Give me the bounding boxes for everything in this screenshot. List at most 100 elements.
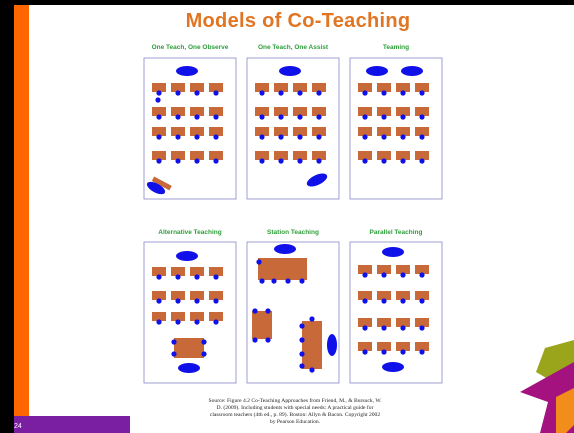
student-desk bbox=[396, 318, 410, 327]
student-desk bbox=[171, 267, 185, 276]
desk-rows bbox=[152, 267, 223, 325]
student bbox=[278, 114, 284, 120]
student bbox=[278, 158, 284, 164]
student bbox=[256, 259, 262, 265]
source-line: Source: Figure 4.2 Co-Teaching Approache… bbox=[208, 398, 382, 404]
student-desk bbox=[209, 291, 223, 300]
student-desk bbox=[190, 267, 204, 276]
student-desk bbox=[190, 127, 204, 136]
student-desk bbox=[415, 265, 429, 274]
student bbox=[171, 351, 177, 357]
student-desk bbox=[190, 83, 204, 92]
student-desk bbox=[274, 151, 288, 160]
student-desk bbox=[274, 83, 288, 92]
student-desk bbox=[293, 107, 307, 116]
student-desk bbox=[209, 151, 223, 160]
student-desk bbox=[312, 151, 326, 160]
student-desk bbox=[358, 291, 372, 300]
student bbox=[400, 325, 406, 331]
student bbox=[419, 325, 425, 331]
student-desk bbox=[358, 265, 372, 274]
student-desk bbox=[274, 107, 288, 116]
student bbox=[316, 134, 322, 140]
student-desk bbox=[415, 107, 429, 116]
student bbox=[381, 272, 387, 278]
teacher bbox=[274, 244, 296, 254]
student-desk bbox=[190, 107, 204, 116]
corner-decoration bbox=[520, 340, 574, 433]
student-desk bbox=[171, 83, 185, 92]
student-desk bbox=[255, 127, 269, 136]
student bbox=[278, 134, 284, 140]
student-desk bbox=[415, 318, 429, 327]
student-desk bbox=[358, 127, 372, 136]
source-line: D. (2009). Including students with speci… bbox=[216, 405, 374, 411]
student bbox=[213, 319, 219, 325]
student-desk bbox=[171, 107, 185, 116]
student bbox=[400, 349, 406, 355]
student bbox=[381, 90, 387, 96]
station-table bbox=[252, 311, 272, 339]
student bbox=[362, 158, 368, 164]
student-desk bbox=[358, 318, 372, 327]
student bbox=[362, 272, 368, 278]
student-desk bbox=[396, 83, 410, 92]
student bbox=[400, 90, 406, 96]
orange-accent-band bbox=[14, 5, 29, 433]
student bbox=[194, 114, 200, 120]
student bbox=[259, 134, 265, 140]
panel-label-station-teaching: Station Teaching bbox=[267, 229, 319, 236]
student bbox=[175, 298, 181, 304]
student bbox=[316, 114, 322, 120]
teacher bbox=[176, 251, 198, 261]
student-desk bbox=[152, 127, 166, 136]
student bbox=[381, 158, 387, 164]
student-desk bbox=[358, 83, 372, 92]
observer-desk bbox=[151, 176, 172, 191]
student bbox=[419, 90, 425, 96]
student-desk bbox=[255, 107, 269, 116]
student bbox=[400, 298, 406, 304]
source-citation: Source: Figure 4.2 Co-Teaching Approache… bbox=[170, 398, 420, 426]
student bbox=[175, 134, 181, 140]
teacher bbox=[382, 362, 404, 372]
student bbox=[419, 134, 425, 140]
student-desk bbox=[171, 312, 185, 321]
student bbox=[278, 90, 284, 96]
student bbox=[419, 272, 425, 278]
student bbox=[213, 114, 219, 120]
student bbox=[194, 158, 200, 164]
student bbox=[175, 319, 181, 325]
teacher bbox=[279, 66, 301, 76]
source-line: by Pearson Education. bbox=[269, 419, 321, 425]
student-desk bbox=[396, 291, 410, 300]
station-table bbox=[302, 321, 322, 369]
student bbox=[156, 90, 162, 96]
student bbox=[194, 319, 200, 325]
student bbox=[381, 325, 387, 331]
student-desk bbox=[312, 127, 326, 136]
student bbox=[252, 337, 258, 343]
student-desk bbox=[377, 291, 391, 300]
student bbox=[362, 298, 368, 304]
student bbox=[362, 90, 368, 96]
student-desk bbox=[396, 127, 410, 136]
student-desk bbox=[377, 127, 391, 136]
student bbox=[156, 134, 162, 140]
student bbox=[175, 274, 181, 280]
student bbox=[309, 367, 315, 373]
student-desk bbox=[190, 151, 204, 160]
desk-rows bbox=[152, 83, 223, 164]
panel-label-one-teach-one-observe: One Teach, One Observe bbox=[151, 44, 229, 51]
student-desk bbox=[171, 291, 185, 300]
student bbox=[400, 272, 406, 278]
student-desk bbox=[377, 83, 391, 92]
student-desk bbox=[209, 83, 223, 92]
student bbox=[297, 114, 303, 120]
panel-frame-parallel-teaching bbox=[349, 241, 443, 384]
student bbox=[400, 134, 406, 140]
student-desk bbox=[190, 312, 204, 321]
student-desk bbox=[312, 107, 326, 116]
student bbox=[259, 278, 265, 284]
student-desk bbox=[377, 151, 391, 160]
